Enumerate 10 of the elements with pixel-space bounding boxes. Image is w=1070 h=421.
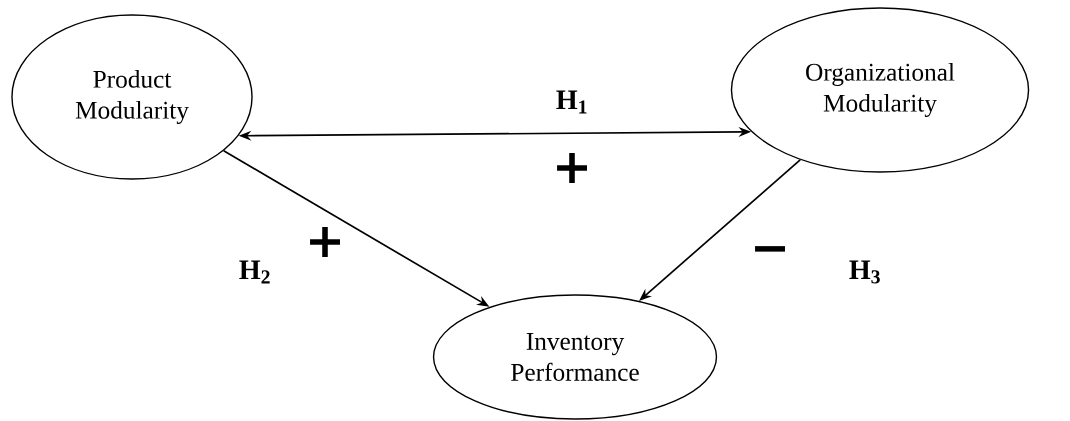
ellipse-node: Organizational Modularity	[730, 7, 1030, 173]
ellipse-node: Product Modularity	[11, 14, 253, 180]
sign-label: −	[755, 246, 785, 252]
ellipse-node: Inventory Performance	[432, 294, 718, 420]
edge-label: H$_{2}$	[239, 260, 270, 284]
arrow	[639, 159, 802, 301]
sign-label: +	[557, 153, 587, 183]
sign-label: +	[310, 227, 340, 257]
edge-label: H$_{3}$	[849, 260, 880, 284]
edge-label: H$_{1}$	[556, 90, 587, 114]
